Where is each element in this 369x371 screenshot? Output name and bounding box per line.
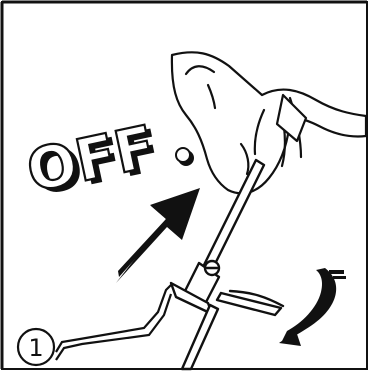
off-label-dot-front <box>176 148 190 162</box>
step-number: 1 <box>28 334 43 362</box>
